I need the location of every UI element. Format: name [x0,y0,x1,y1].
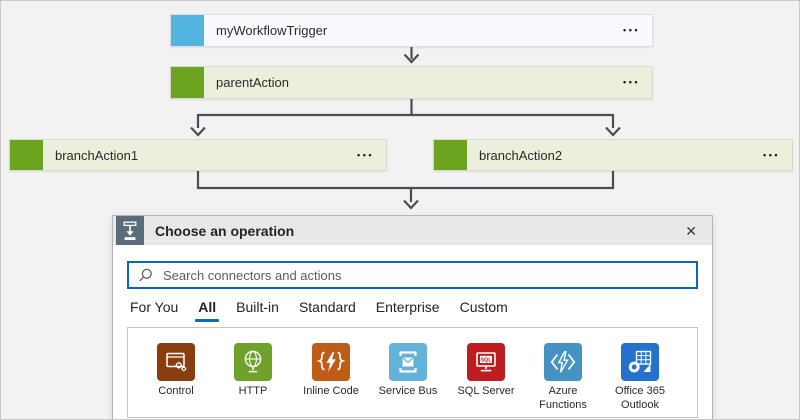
connector-office-365-outlook[interactable]: Office 365 Outlook [602,343,678,413]
choose-operation-dialog: Choose an operation ✕ For You All Built-… [112,215,713,419]
action-label: branchAction2 [479,147,563,163]
connector-label: Service Bus [378,385,438,397]
category-tabs: For You All Built-in Standard Enterprise… [129,298,509,322]
action-card-branchaction2[interactable]: branchAction2 ••• [433,139,793,171]
connector-control[interactable]: Control [138,343,214,399]
control-icon [157,343,195,381]
trigger-label: myWorkflowTrigger [216,23,328,38]
azure-functions-icon [544,343,582,381]
connector-label: Azure Functions [539,385,587,411]
tab-all[interactable]: All [195,298,220,322]
office-365-outlook-icon [621,343,659,381]
action-icon [434,140,467,170]
connector-service-bus[interactable]: Service Bus [370,343,446,399]
service-bus-icon [389,343,427,381]
connector-label: Office 365 Outlook [615,385,665,411]
connector-http[interactable]: HTTP [215,343,291,399]
action-label: parentAction [216,75,289,90]
dialog-header: Choose an operation ✕ [113,216,712,245]
trigger-icon [171,15,204,46]
sql-server-icon: SQL [467,343,505,381]
connector-label: HTTP [238,385,268,397]
more-options-icon[interactable]: ••• [623,25,640,35]
tab-built-in[interactable]: Built-in [236,299,279,315]
tab-custom[interactable]: Custom [459,299,508,315]
connector-sql-server[interactable]: SQL SQL Server [448,343,524,399]
operation-icon [116,216,144,245]
svg-text:SQL: SQL [480,358,492,364]
connector-label: Inline Code [303,385,359,397]
connector-results-box: Control HTTP [127,327,698,418]
search-input[interactable] [161,266,696,284]
connector-inline-code[interactable]: Inline Code [293,343,369,399]
action-card-branchaction1[interactable]: branchAction1 ••• [9,139,387,171]
more-options-icon[interactable]: ••• [763,149,780,160]
magnifier-icon [139,268,152,281]
tab-for-you[interactable]: For You [130,299,179,315]
action-label: branchAction1 [55,147,139,163]
tab-enterprise[interactable]: Enterprise [375,299,440,315]
tab-standard[interactable]: Standard [298,299,356,315]
search-box [127,261,698,289]
more-options-icon[interactable]: ••• [623,77,640,87]
dialog-title: Choose an operation [155,222,295,239]
action-icon [171,67,204,98]
connector-label: SQL Server [457,385,515,397]
http-icon [234,343,272,381]
inline-code-icon [312,343,350,381]
close-icon[interactable]: ✕ [681,222,701,240]
more-options-icon[interactable]: ••• [357,149,374,160]
action-icon [10,140,43,170]
trigger-card-myworkflowtrigger[interactable]: myWorkflowTrigger ••• [170,14,653,47]
action-card-parentaction[interactable]: parentAction ••• [170,66,653,99]
connector-azure-functions[interactable]: Azure Functions [525,343,601,413]
connector-label: Control [158,385,194,397]
